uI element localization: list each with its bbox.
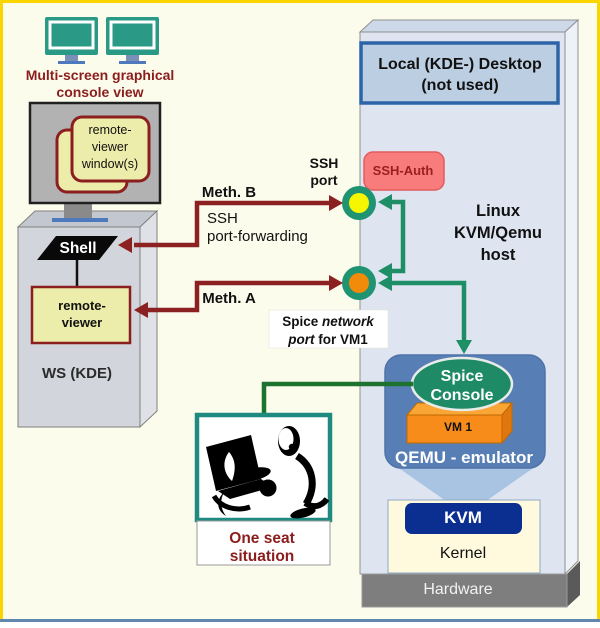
ssh-auth-label: SSH-Auth [372, 163, 434, 178]
spice-arrowhead-left [378, 275, 392, 291]
remote-viewer-window-front [70, 115, 151, 183]
one-seat-connector [261, 381, 413, 415]
ssh-port-label: SSH port [309, 155, 339, 188]
monitor-stand-base [52, 218, 108, 222]
vm1-label: VM 1 [443, 420, 473, 434]
host-right-face [564, 18, 579, 576]
qemu-to-kernel-funnel [390, 462, 542, 501]
meth-a-label: Meth. A [202, 290, 256, 307]
bracket-arrowhead-top [378, 194, 392, 210]
ssh-auth-box [363, 151, 445, 191]
local-desktop-box [359, 41, 560, 105]
kvm-label: KVM [444, 508, 482, 527]
hardware-label: Hardware [423, 581, 493, 598]
hardware-side-face [567, 561, 580, 607]
ssh-forward-bracket-connector [391, 199, 406, 274]
local-desktop-label: Local (KDE-) Desktop (not used) [378, 56, 542, 94]
host-name-label: Linux KVM/Qemu host [453, 202, 543, 264]
meth-b-arrowhead-left [118, 237, 132, 253]
meth-a-arrowhead-right [329, 275, 343, 291]
one-seat-caption-box [196, 520, 331, 566]
bottom-edge-line [0, 619, 600, 622]
shell-parallelogram [37, 236, 118, 260]
kvm-box [405, 503, 522, 534]
multi-screen-icon-1 [45, 17, 98, 64]
spice-port-label: Spice network port for VM1 [282, 314, 374, 347]
spice-console-label: Spice Console [430, 368, 494, 404]
ws-label: WS (KDE) [42, 365, 112, 382]
monitor-stand-neck [64, 203, 92, 218]
ssh-port-forwarding-label: SSH port-forwarding [207, 210, 308, 245]
hardware-box [361, 561, 580, 608]
one-seat-label: One seat situation [229, 530, 295, 565]
remote-viewer-box [30, 285, 132, 345]
ws-monitor [28, 101, 162, 222]
meth-a-arrowhead-left [134, 302, 148, 318]
remote-viewer-label: remote- viewer [58, 298, 106, 330]
meth-b-arrowhead-right [329, 195, 343, 211]
meth-b-connector [134, 200, 331, 248]
multiscreen-caption: Multi-screen graphical console view [25, 67, 175, 100]
person-at-computer-clipart [206, 426, 330, 519]
bracket-arrowhead-bottom [378, 263, 392, 279]
ssh-port-circle [342, 186, 376, 220]
qemu-emulator-label: QEMU - emulator [395, 448, 533, 467]
spice-port-circle [342, 266, 376, 300]
meth-a-connector [148, 280, 331, 313]
hardware-front-face [361, 573, 568, 608]
host-top-face [358, 19, 580, 33]
spice-port-connector [392, 280, 467, 342]
spice-arrowhead-down [456, 340, 472, 354]
remote-viewer-window-label: remote- viewer window(s) [81, 123, 139, 171]
meth-b-label: Meth. B [201, 184, 257, 201]
multi-screen-icon-2 [106, 17, 159, 64]
spice-port-label-box [268, 309, 389, 349]
kernel-label: Kernel [439, 545, 487, 562]
shell-label: Shell [59, 240, 97, 257]
